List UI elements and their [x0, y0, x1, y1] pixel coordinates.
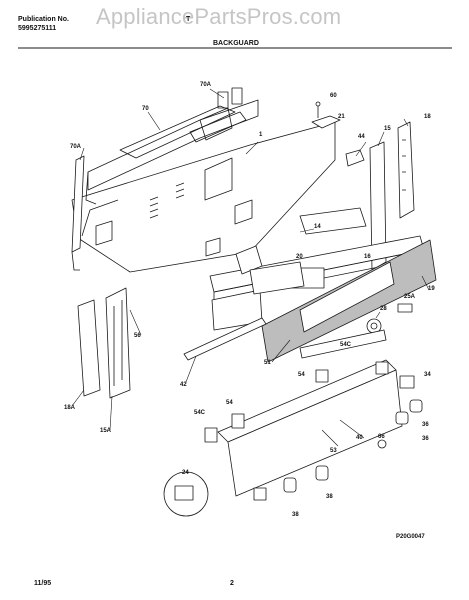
callout-24: 24 — [182, 470, 189, 476]
trim-strip-42 — [183, 317, 267, 361]
callout-34: 34 — [424, 372, 431, 378]
end-cap-left-70a — [71, 155, 85, 271]
callout-14: 14 — [314, 224, 321, 230]
callout-54c-left: 54C — [194, 410, 206, 416]
callout-56: 56 — [134, 333, 141, 339]
leader-lines — [71, 88, 430, 447]
watermark: AppliancePartsPros.com — [96, 4, 342, 29]
control-knobs — [283, 399, 423, 493]
callout-51: 51 — [264, 360, 271, 366]
switches — [204, 361, 415, 443]
drawing-code: P20G0047 — [396, 534, 425, 540]
publication-label: Publication No. — [18, 16, 69, 23]
callout-15a: 15A — [100, 428, 112, 434]
callout-18a: 18A — [64, 405, 76, 411]
callout-66: 66 — [378, 434, 385, 440]
top-trim — [85, 87, 259, 205]
end-piece-left — [77, 287, 131, 399]
callout-20: 20 — [296, 254, 303, 260]
callout-28: 28 — [380, 306, 387, 312]
section-title: BACKGUARD — [213, 40, 259, 47]
callout-70a-top: 70A — [200, 82, 212, 88]
callout-42: 42 — [180, 382, 187, 388]
callout-19: 19 — [428, 286, 435, 292]
callout-54-left: 54 — [226, 400, 233, 406]
callout-54-right: 54 — [298, 372, 305, 378]
callout-53: 53 — [330, 448, 337, 454]
model-fragment: T — [186, 16, 191, 23]
screw-60 — [315, 101, 321, 118]
glass-overlay — [261, 239, 437, 363]
callout-60: 60 — [330, 93, 337, 99]
switch-block-24 — [163, 471, 267, 517]
callout-70a-left: 70A — [70, 144, 82, 150]
callout-1: 1 — [259, 132, 263, 138]
lower-bracket — [217, 329, 403, 497]
callout-25a: 25A — [404, 294, 416, 300]
callout-44: 44 — [358, 134, 365, 140]
callout-54c-right: 54C — [340, 342, 352, 348]
callout-36a: 36 — [422, 422, 429, 428]
control-console — [209, 207, 425, 331]
callout-36b: 36 — [422, 436, 429, 442]
callout-21: 21 — [338, 114, 345, 120]
footer-date: 11/95 — [34, 580, 52, 587]
callout-40: 40 — [356, 435, 363, 441]
callout-18: 18 — [424, 114, 431, 120]
backguard-panel — [71, 121, 336, 273]
callout-38a: 38 — [326, 494, 333, 500]
callout-38b: 38 — [292, 512, 299, 518]
footer-page-number: 2 — [230, 580, 234, 587]
publication-number: 5995275111 — [18, 25, 57, 32]
callout-15: 15 — [384, 126, 391, 132]
bracket-21 — [311, 115, 341, 129]
callout-16: 16 — [364, 254, 371, 260]
callout-70: 70 — [142, 106, 149, 112]
side-bracket-right — [345, 121, 415, 271]
